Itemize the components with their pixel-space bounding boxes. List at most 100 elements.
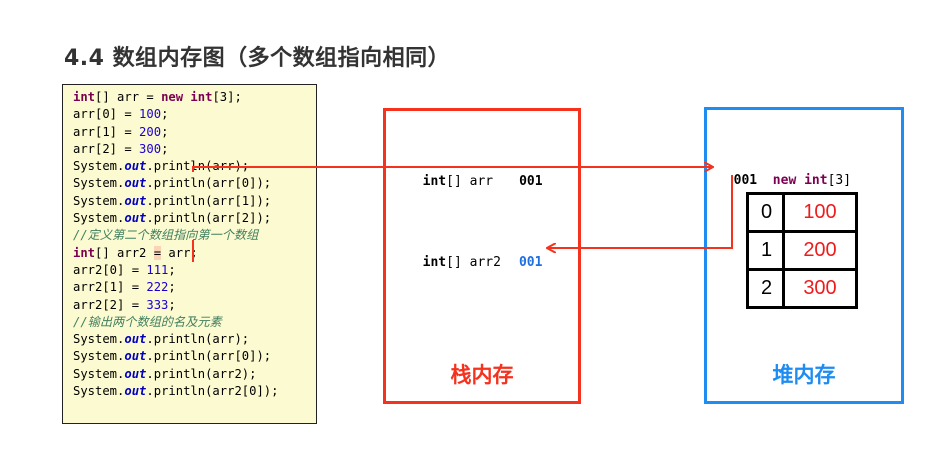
- code-token: out: [124, 366, 147, 381]
- code-token: arr2[2] =: [73, 297, 147, 312]
- heap-array-header: 001 new int[3]: [718, 158, 851, 188]
- code-line: System.out.println(arr);: [73, 331, 316, 348]
- heap-memory-label: 堆内存: [772, 363, 836, 387]
- arrow-heap-to-arr2: [548, 175, 733, 248]
- code-token: .println(arr[0]);: [146, 176, 272, 191]
- code-token: System.: [73, 366, 125, 381]
- code-line: System.out.println(arr2);: [73, 366, 316, 383]
- code-token: .println(arr);: [146, 332, 250, 347]
- heap-array-size: [3]: [827, 173, 852, 188]
- code-token: System.: [73, 384, 125, 399]
- stack-memory-label: 栈内存: [450, 363, 514, 387]
- code-token: .println(arr[2]);: [146, 211, 272, 226]
- stack-var-arr-name: [] arr: [446, 174, 494, 189]
- code-line: System.out.println(arr[1]);: [73, 193, 316, 210]
- code-token: System.: [73, 159, 125, 174]
- code-token: int: [73, 90, 96, 104]
- stack-var-arr2-address: 001: [518, 255, 543, 270]
- stack-memory-panel: 栈内存: [383, 108, 581, 404]
- code-token: .println(arr2);: [146, 366, 257, 381]
- array-row: 2 300: [746, 268, 858, 309]
- code-token: int: [73, 245, 96, 260]
- stack-var-arr2: int[] arr2 001: [407, 240, 543, 270]
- code-token: out: [124, 332, 147, 347]
- code-line: arr[2] = 300;: [73, 141, 316, 158]
- code-line: arr2[1] = 222;: [73, 279, 316, 296]
- code-token: ;: [168, 297, 176, 312]
- code-token: ;: [161, 141, 169, 156]
- code-token: arr2[1] =: [73, 280, 147, 295]
- code-token: arr[1] =: [73, 124, 140, 139]
- code-token: out: [124, 211, 147, 226]
- code-line: System.out.println(arr[0]);: [73, 175, 316, 192]
- code-token: out: [124, 349, 147, 364]
- code-token: .println(arr2[0]);: [146, 384, 279, 399]
- code-token: 100: [139, 107, 162, 122]
- code-token: 333: [146, 297, 169, 312]
- code-token: 200: [139, 124, 162, 139]
- array-value: 300: [782, 268, 858, 309]
- code-token: ;: [168, 280, 176, 295]
- code-token: System.: [73, 176, 125, 191]
- array-row: 1 200: [746, 230, 858, 271]
- code-line: arr[1] = 200;: [73, 124, 316, 141]
- code-token: arr[0] =: [73, 107, 140, 122]
- code-token: System.: [73, 211, 125, 226]
- stack-var-arr2-name: [] arr2: [446, 255, 501, 270]
- heap-memory-panel: 堆内存: [704, 107, 904, 404]
- code-token: //定义第二个数组指向第一个数组: [73, 228, 259, 243]
- stack-var-arr2-type: int: [422, 255, 447, 270]
- code-token: 300: [139, 141, 162, 156]
- code-token: arr2[0] =: [73, 262, 147, 277]
- code-token: out: [124, 159, 147, 174]
- stack-var-arr-type: int: [422, 174, 447, 189]
- array-index: 0: [746, 192, 785, 233]
- code-line: arr2[2] = 333;: [73, 297, 316, 314]
- array-value: 100: [782, 192, 858, 233]
- code-panel: int[] arr = new int[3];arr[0] = 100;arr[…: [62, 84, 317, 424]
- code-line: System.out.println(arr2[0]);: [73, 383, 316, 400]
- code-token: [3];: [212, 90, 242, 104]
- code-token: ;: [161, 107, 169, 122]
- heap-new-keyword: new: [772, 173, 797, 188]
- code-line: int[] arr2 = arr;: [73, 245, 316, 262]
- heap-array-table: 0 100 1 200 2 300: [746, 192, 858, 309]
- code-line: System.out.println(arr[0]);: [73, 348, 316, 365]
- code-token: out: [124, 176, 147, 191]
- code-token: 111: [146, 262, 169, 277]
- code-token: ;: [168, 262, 176, 277]
- code-token: arr;: [161, 245, 198, 260]
- code-token: int: [190, 90, 213, 104]
- code-token: arr[2] =: [73, 141, 140, 156]
- arrow-arr-to-heap: [192, 167, 712, 172]
- code-token: [] arr =: [95, 90, 162, 104]
- code-token: .println(arr[0]);: [146, 349, 272, 364]
- code-token: ;: [161, 124, 169, 139]
- code-token: .println(arr[1]);: [146, 193, 272, 208]
- array-row: 0 100: [746, 192, 858, 233]
- code-token: System.: [73, 193, 125, 208]
- heap-array-address: 001: [733, 173, 758, 188]
- array-index: 1: [746, 230, 785, 271]
- code-token: System.: [73, 332, 125, 347]
- code-token: System.: [73, 349, 125, 364]
- code-token: out: [124, 193, 147, 208]
- heap-type-keyword: int: [804, 173, 828, 188]
- stack-var-arr: int[] arr 001: [407, 159, 543, 189]
- code-line: int[] arr = new int[3];: [73, 89, 316, 106]
- code-line: arr2[0] = 111;: [73, 262, 316, 279]
- code-token: out: [124, 384, 147, 399]
- code-token: 222: [146, 280, 169, 295]
- code-token: //输出两个数组的名及元素: [73, 314, 222, 329]
- stack-var-arr-address: 001: [519, 174, 543, 189]
- code-token: =: [153, 245, 162, 260]
- code-line: System.out.println(arr[2]);: [73, 210, 316, 227]
- code-line: //定义第二个数组指向第一个数组: [73, 227, 316, 244]
- page-title: 4.4 数组内存图（多个数组指向相同）: [64, 46, 451, 71]
- code-line: //输出两个数组的名及元素: [73, 314, 316, 331]
- code-token: new: [161, 90, 184, 104]
- array-value: 200: [782, 230, 858, 271]
- array-index: 2: [746, 268, 785, 309]
- code-token: [] arr2: [95, 245, 154, 260]
